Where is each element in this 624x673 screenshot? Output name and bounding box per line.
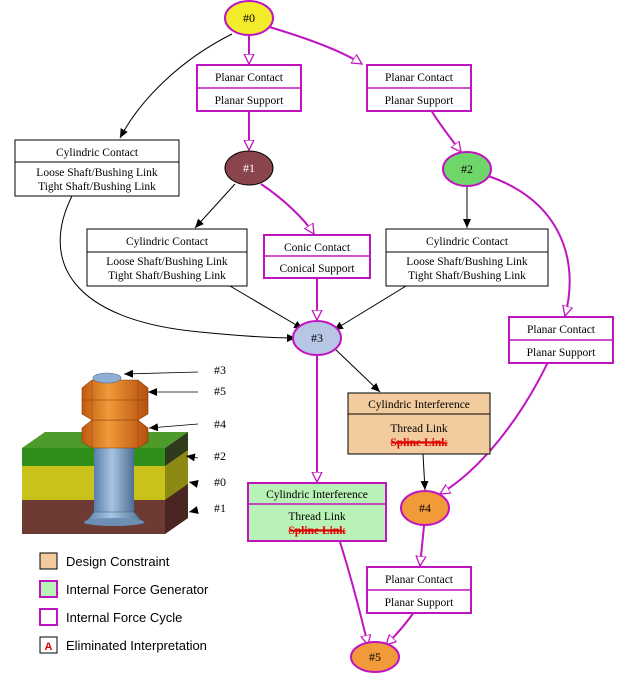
box-cylindric-mid-left[interactable]: Cylindric Contact Loose Shaft/Bushing Li… [86, 228, 248, 287]
edge-n2-b-right-planar [487, 175, 570, 316]
box-line: Tight Shaft/Bushing Link [108, 270, 226, 282]
node-4-label: #4 [419, 501, 431, 515]
box-title: Planar Contact [215, 72, 284, 84]
box-planar-top-middle[interactable]: Planar Contact Planar Support [196, 64, 302, 112]
box-title: Cylindric Interference [266, 489, 368, 501]
legend: Design Constraint Internal Force Generat… [39, 552, 209, 654]
nut-upper [81, 379, 149, 421]
box-title: Planar Contact [385, 72, 454, 84]
graph-nodes: #0 #1 #2 #3 #4 #5 [224, 0, 492, 673]
box-cylindric-interference-design[interactable]: Cylindric Interference Thread Link Splin… [347, 392, 491, 455]
box-line: Thread Link [288, 511, 345, 523]
interpretation-boxes: Planar Contact Planar Support Planar Con… [14, 64, 614, 614]
box-title: Cylindric Contact [126, 236, 209, 248]
edge-n1-b-conic [260, 183, 315, 234]
edge-b-design-n4 [420, 453, 429, 491]
assembly-label-1: #1 [214, 501, 226, 515]
box-line: Thread Link [390, 423, 447, 435]
edge-b-top-right-n2 [430, 109, 461, 152]
node-5-label: #5 [369, 650, 381, 664]
box-line: Loose Shaft/Bushing Link [36, 167, 158, 179]
node-1-label: #1 [243, 161, 255, 175]
box-line: Loose Shaft/Bushing Link [106, 256, 228, 268]
legend-eliminated-label: Eliminated Interpretation [66, 638, 207, 653]
legend-design-label: Design Constraint [66, 554, 170, 569]
assembly-label-5: #5 [214, 384, 226, 398]
box-line: Planar Support [385, 597, 454, 609]
node-4[interactable]: #4 [400, 490, 450, 526]
edge-n3-b-design [333, 347, 381, 393]
box-title: Planar Contact [385, 574, 454, 586]
legend-item-eliminated: A Eliminated Interpretation [39, 636, 207, 654]
legend-item-generator: Internal Force Generator [39, 580, 209, 598]
box-line: Tight Shaft/Bushing Link [408, 270, 526, 282]
node-2[interactable]: #2 [442, 151, 492, 187]
edge-b-left-n3 [59, 195, 297, 342]
box-planar-top-right[interactable]: Planar Contact Planar Support [366, 64, 472, 112]
box-line: Planar Support [215, 95, 284, 107]
node-3[interactable]: #3 [292, 320, 342, 356]
bolt-tip [92, 372, 122, 384]
box-line: Planar Support [527, 347, 596, 359]
legend-item-cycle: Internal Force Cycle [39, 608, 182, 626]
assembly-label-4: #4 [214, 417, 226, 431]
box-eliminated-line: Spline Link [288, 525, 346, 537]
box-line: Tight Shaft/Bushing Link [38, 181, 156, 193]
edge-b-mid-left-n3 [229, 285, 304, 330]
node-3-label: #3 [311, 331, 323, 345]
nut-lower [81, 419, 149, 449]
bolt-assembly-illustration: #3 #5 #4 #2 #0 #1 [22, 363, 226, 534]
box-line: Planar Support [385, 95, 454, 107]
box-title: Planar Contact [527, 324, 596, 336]
box-title: Conic Contact [284, 242, 351, 254]
edge-b-green-n5 [339, 541, 368, 645]
box-eliminated-line: Spline Link [390, 437, 448, 449]
assembly-label-3: #3 [214, 363, 226, 377]
box-cylindric-interference-generator[interactable]: Cylindric Interference Thread Link Splin… [247, 482, 387, 542]
edge-n0-b-left [119, 33, 233, 139]
edge-n4-b-bottom-planar [420, 525, 424, 566]
node-0[interactable]: #0 [224, 0, 274, 36]
box-cylindric-left[interactable]: Cylindric Contact Loose Shaft/Bushing Li… [14, 139, 180, 197]
edge-b-mid-right-n3 [333, 285, 407, 331]
node-1[interactable]: #1 [224, 150, 274, 186]
node-0-label: #0 [243, 11, 255, 25]
assembly-label-0: #0 [214, 475, 226, 489]
bolt-shank [94, 436, 134, 516]
legend-cycle-label: Internal Force Cycle [66, 610, 182, 625]
box-title: Cylindric Interference [368, 399, 470, 411]
box-cylindric-mid-right[interactable]: Cylindric Contact Loose Shaft/Bushing Li… [385, 228, 549, 287]
edge-b-right-planar-n4 [440, 361, 549, 495]
box-line: Conical Support [279, 263, 355, 275]
edge-b-bottom-planar-n5 [386, 611, 415, 645]
box-title: Cylindric Contact [426, 236, 509, 248]
box-line: Loose Shaft/Bushing Link [406, 256, 528, 268]
assembly-label-2: #2 [214, 449, 226, 463]
legend-generator-label: Internal Force Generator [66, 582, 209, 597]
edges [59, 25, 570, 645]
node-2-label: #2 [461, 162, 473, 176]
box-conic[interactable]: Conic Contact Conical Support [263, 234, 371, 279]
box-planar-right[interactable]: Planar Contact Planar Support [508, 316, 614, 364]
box-title: Cylindric Contact [56, 147, 139, 159]
edge-n0-b-top-right [265, 25, 362, 65]
box-planar-bottom[interactable]: Planar Contact Planar Support [366, 566, 472, 614]
edge-n1-b-mid-left [194, 183, 236, 229]
node-5[interactable]: #5 [350, 641, 400, 673]
legend-item-design: Design Constraint [39, 552, 170, 570]
legend-eliminated-glyph: A [45, 641, 53, 653]
